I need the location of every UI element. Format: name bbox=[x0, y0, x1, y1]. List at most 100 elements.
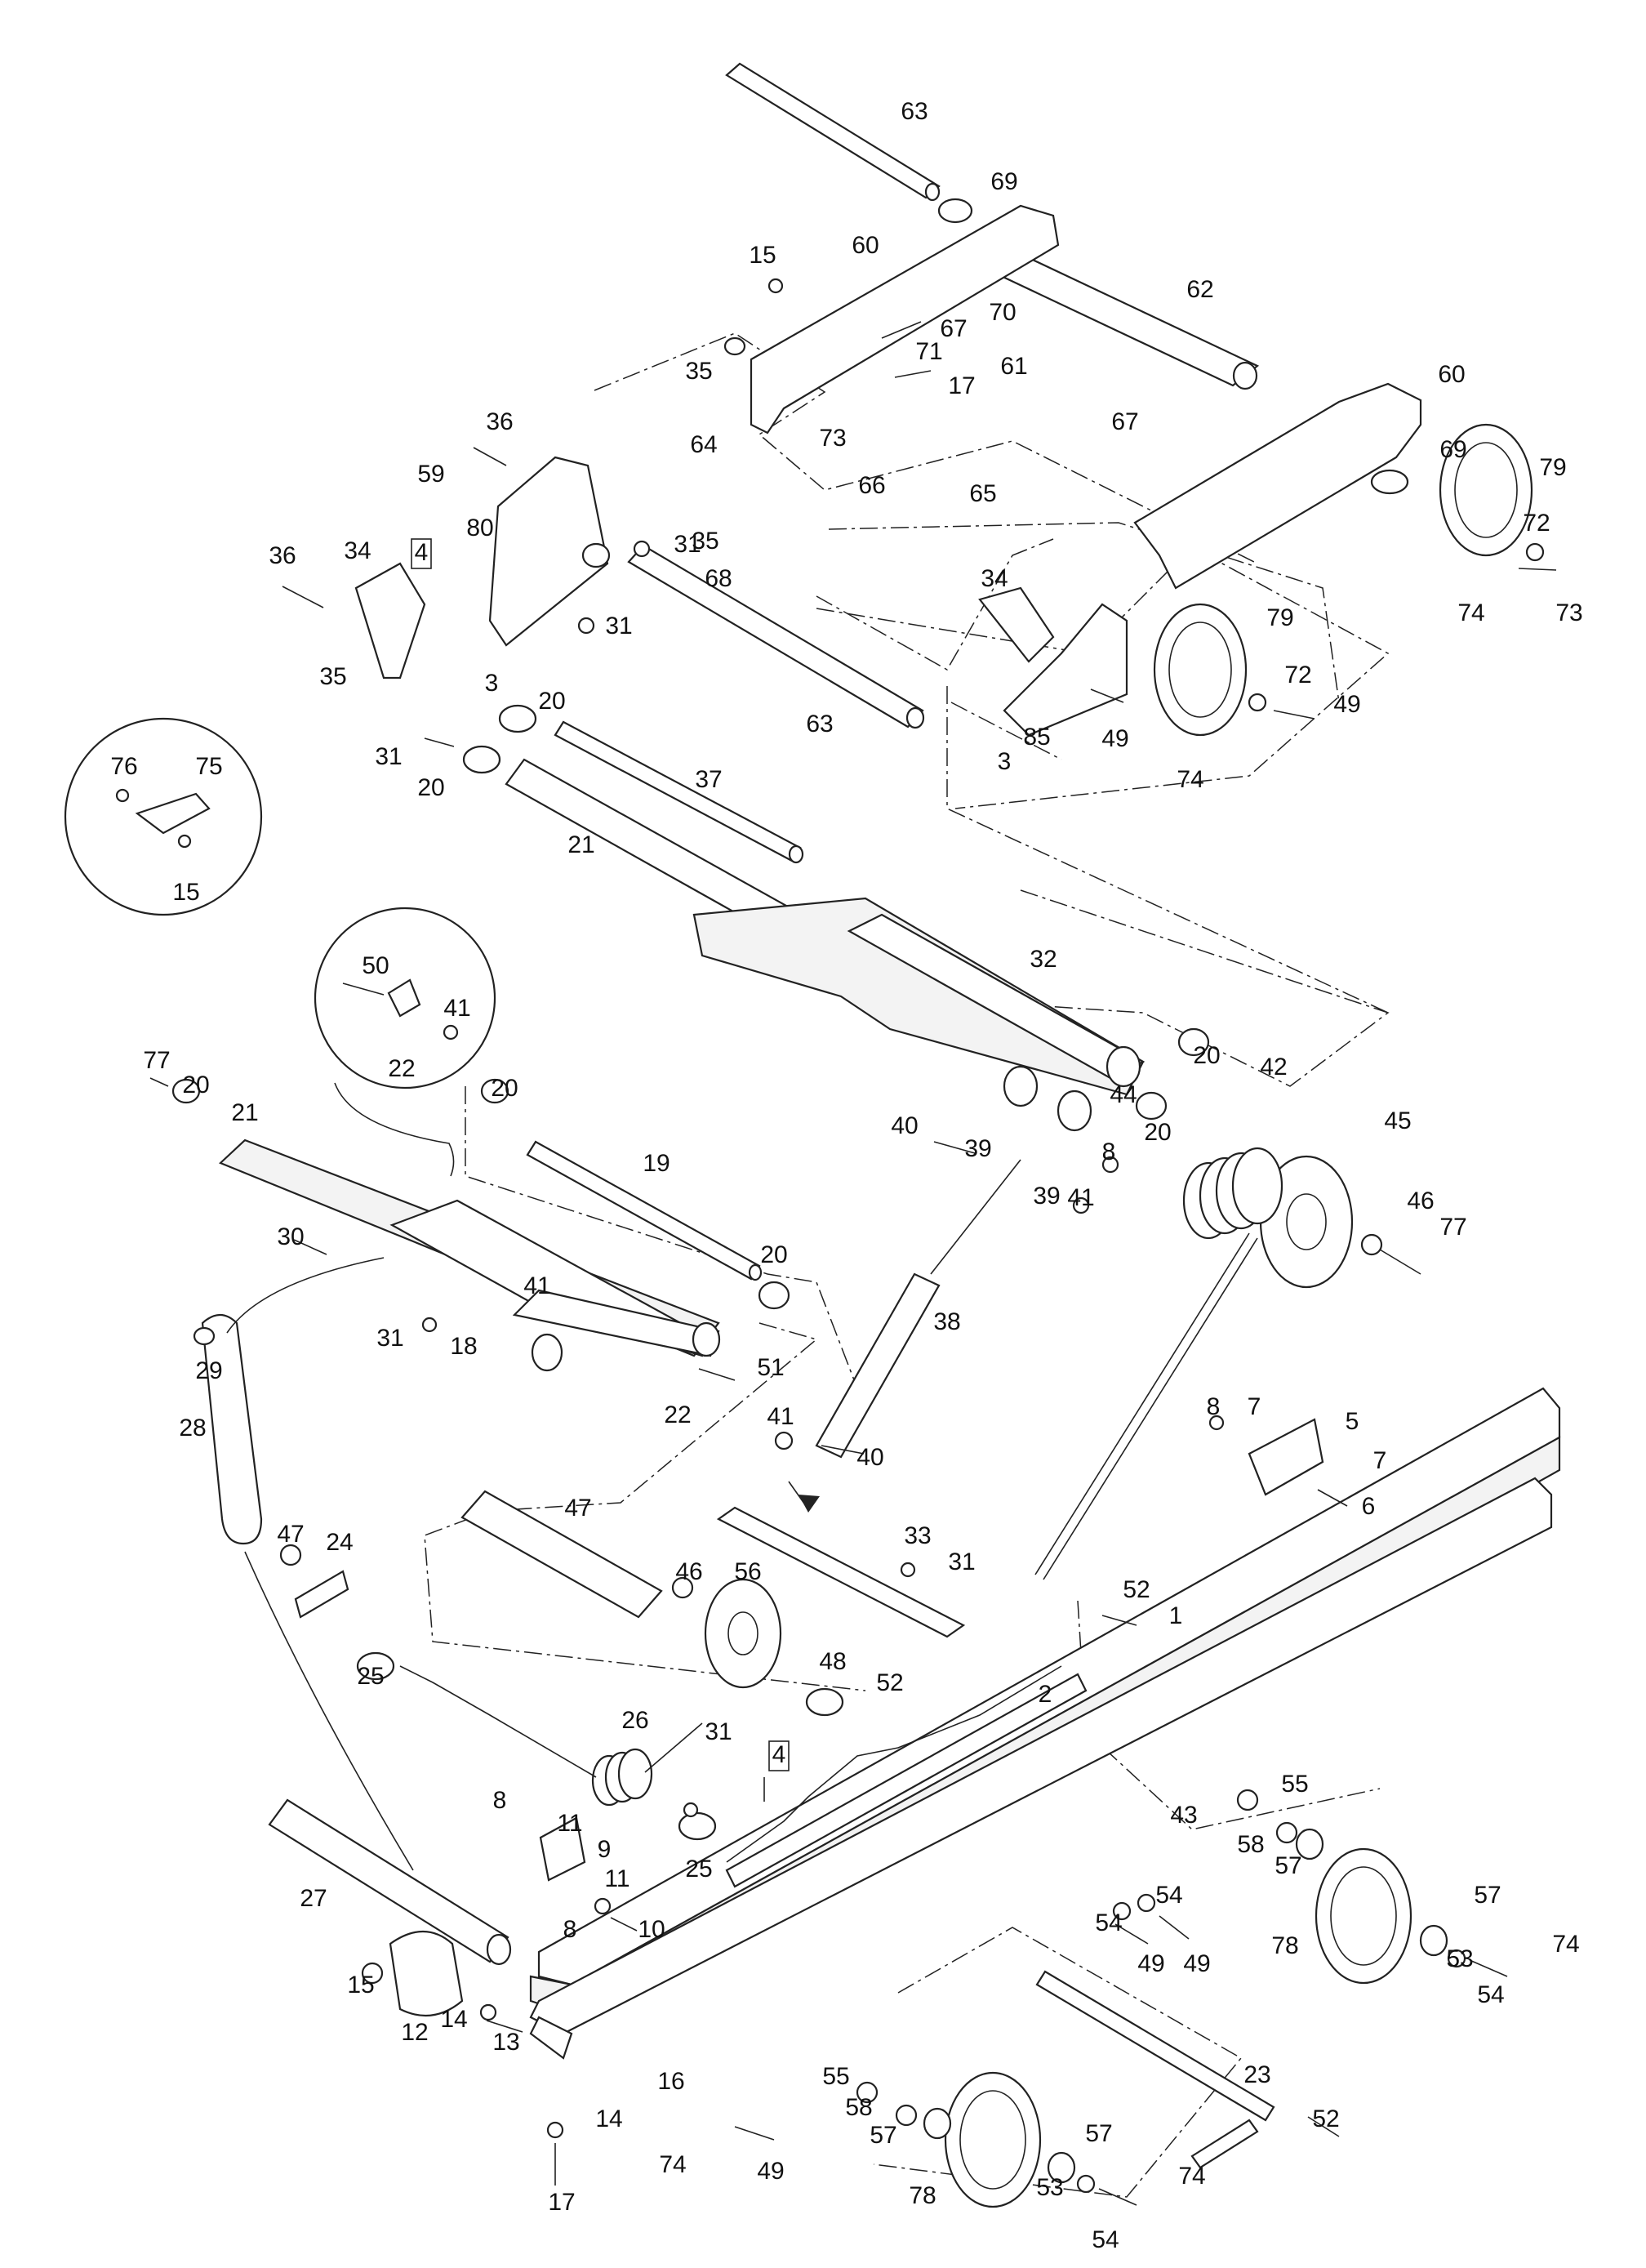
callout-34: 34 bbox=[344, 537, 371, 564]
bracket-34-center bbox=[978, 586, 1055, 663]
assembly-arrows bbox=[226, 1082, 820, 1871]
shock-rod-38 bbox=[930, 1159, 1021, 1275]
rail-2 bbox=[725, 1673, 1088, 1888]
block-5 bbox=[1248, 1418, 1324, 1496]
callout-20: 20 bbox=[1193, 1042, 1220, 1069]
washer-53-b bbox=[1076, 2174, 1096, 2194]
tube-27 bbox=[268, 1798, 509, 1963]
bolt-49-e bbox=[734, 2126, 775, 2141]
callout-35: 35 bbox=[685, 358, 712, 385]
callout-3: 3 bbox=[485, 670, 499, 697]
callout-8: 8 bbox=[493, 1787, 507, 1814]
callout-59: 59 bbox=[417, 461, 444, 488]
bolt-49-d bbox=[1159, 1915, 1190, 1940]
callout-31: 31 bbox=[674, 531, 701, 558]
nut-31-d bbox=[683, 1802, 699, 1818]
callout-71: 71 bbox=[915, 338, 942, 365]
callout-41: 41 bbox=[523, 1272, 550, 1299]
callout-48: 48 bbox=[819, 1648, 846, 1675]
callout-30: 30 bbox=[277, 1223, 304, 1250]
callout-31: 31 bbox=[948, 1548, 975, 1575]
callout-15: 15 bbox=[172, 879, 199, 906]
callout-62: 62 bbox=[1186, 276, 1213, 303]
callout-74: 74 bbox=[1177, 766, 1203, 793]
nut-15-top bbox=[767, 278, 784, 294]
arm-60-right bbox=[1133, 382, 1422, 590]
callout-20: 20 bbox=[491, 1075, 518, 1102]
bushing-36 bbox=[581, 542, 611, 568]
ring-55-b bbox=[856, 2081, 879, 2104]
nut-15 bbox=[361, 1962, 384, 1985]
callout-4: 4 bbox=[415, 539, 429, 566]
callout-38: 38 bbox=[933, 1308, 960, 1335]
callout-49: 49 bbox=[1183, 1950, 1210, 1977]
callout-57: 57 bbox=[1474, 1882, 1501, 1909]
washer-53 bbox=[1447, 1949, 1466, 1968]
callout-27: 27 bbox=[300, 1885, 327, 1912]
callout-14: 14 bbox=[595, 2105, 622, 2132]
callout-39: 39 bbox=[1033, 1183, 1060, 1210]
callout-20: 20 bbox=[1144, 1119, 1171, 1146]
bolt-13 bbox=[486, 2020, 523, 2033]
washer-46 bbox=[1360, 1233, 1383, 1256]
bolt-30 bbox=[293, 1239, 327, 1255]
callout-labels: 6369606215677071611735736760366459803135… bbox=[110, 98, 1582, 2253]
callout-42: 42 bbox=[1260, 1054, 1287, 1081]
bushing-20-right2 bbox=[1135, 1091, 1168, 1121]
callout-8: 8 bbox=[1102, 1138, 1116, 1165]
callout-11: 11 bbox=[604, 1865, 629, 1892]
callout-31: 31 bbox=[376, 1325, 403, 1352]
bushing-20-top bbox=[498, 704, 537, 733]
callout-79: 79 bbox=[1266, 604, 1293, 631]
shaft-63-upper bbox=[725, 62, 941, 199]
callout-1: 1 bbox=[1169, 1602, 1183, 1629]
bearing-57-d bbox=[1047, 2151, 1076, 2184]
bushing-20-mid bbox=[462, 745, 501, 774]
callout-58: 58 bbox=[1237, 1831, 1264, 1858]
callout-75: 75 bbox=[195, 753, 222, 780]
callout-35: 35 bbox=[692, 528, 718, 555]
bolt-36-b bbox=[282, 586, 324, 608]
bolt-36 bbox=[473, 447, 507, 466]
bolt-77-b bbox=[1379, 1249, 1421, 1275]
nut-41 bbox=[774, 1431, 794, 1450]
callout-2: 2 bbox=[1039, 1681, 1052, 1708]
callout-26: 26 bbox=[621, 1707, 648, 1734]
callout-9: 9 bbox=[598, 1836, 612, 1863]
callout-25: 25 bbox=[357, 1663, 384, 1690]
ref-box-4-top bbox=[411, 538, 432, 569]
callout-44: 44 bbox=[1110, 1081, 1137, 1108]
block-9 bbox=[539, 1816, 586, 1882]
nut-31-c bbox=[421, 1317, 438, 1333]
callout-7: 7 bbox=[1373, 1447, 1387, 1474]
callout-68: 68 bbox=[705, 565, 732, 592]
plate-24 bbox=[294, 1570, 349, 1619]
nut-41-b bbox=[1072, 1196, 1090, 1214]
callout-31: 31 bbox=[605, 613, 632, 639]
callout-41: 41 bbox=[1067, 1184, 1094, 1211]
callout-14: 14 bbox=[440, 2006, 467, 2033]
callout-52: 52 bbox=[1312, 2105, 1339, 2132]
bolt-17 bbox=[894, 370, 932, 378]
callout-20: 20 bbox=[760, 1241, 787, 1268]
bolt-54 bbox=[1469, 1959, 1508, 1977]
bracket-75 bbox=[135, 792, 211, 835]
bushing-20-lower bbox=[758, 1281, 790, 1310]
callout-76: 76 bbox=[110, 753, 137, 780]
callout-49: 49 bbox=[757, 2158, 784, 2185]
callout-66: 66 bbox=[858, 472, 885, 499]
callout-49: 49 bbox=[1333, 691, 1360, 718]
bolt-73 bbox=[1518, 568, 1557, 571]
plate-3-center bbox=[1003, 603, 1128, 737]
callout-18: 18 bbox=[450, 1333, 477, 1360]
callout-85: 85 bbox=[1023, 724, 1050, 751]
arrow-curve-2 bbox=[226, 1257, 385, 1334]
callout-36: 36 bbox=[269, 542, 296, 569]
callout-45: 45 bbox=[1384, 1107, 1411, 1134]
callout-55: 55 bbox=[822, 2063, 849, 2090]
hardware bbox=[149, 198, 1557, 2206]
bushing-29 bbox=[193, 1326, 216, 1346]
callout-8: 8 bbox=[1207, 1393, 1221, 1420]
bushing-35 bbox=[723, 336, 746, 356]
